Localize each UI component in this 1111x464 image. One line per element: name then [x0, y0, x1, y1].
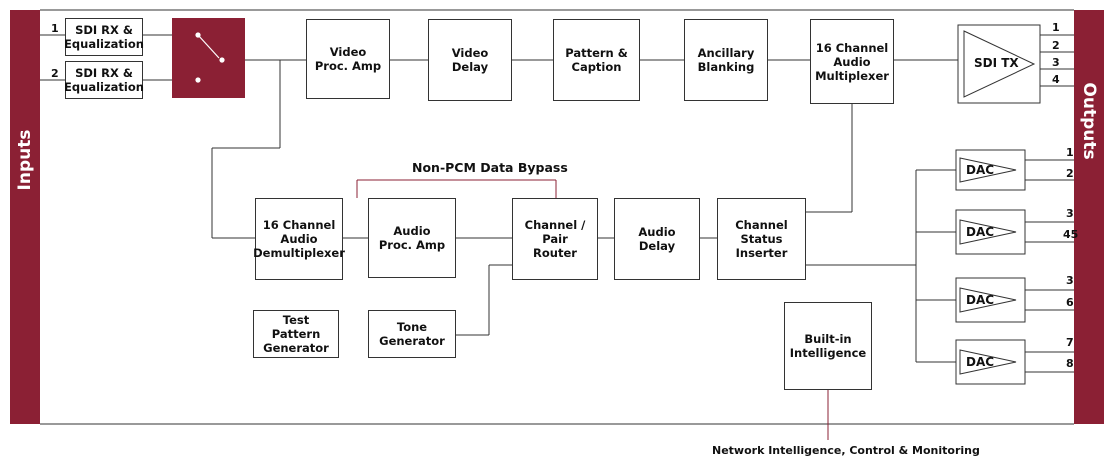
dac-2-triangle	[959, 219, 1017, 245]
dac-output-number-4: 45	[1063, 228, 1079, 241]
sdi-tx-label: SDI TX	[974, 56, 1019, 70]
non-pcm-bypass-label: Non-PCM Data Bypass	[412, 160, 568, 175]
dac-3-triangle	[959, 287, 1017, 313]
pattern-caption-block: Pattern & Caption	[553, 19, 640, 101]
inputs-sidebar	[10, 10, 40, 424]
dac-output-number-1: 1	[1066, 146, 1074, 159]
dac-2-box	[955, 209, 1026, 255]
audio-delay-block: Audio Delay	[614, 198, 700, 280]
audio-demultiplexer-block: 16 Channel Audio Demultiplexer	[253, 198, 345, 280]
dac-output-number-8: 8	[1066, 357, 1074, 370]
input-number-1: 1	[51, 22, 59, 35]
video-delay-block: Video Delay	[428, 19, 512, 101]
channel-pair-router-block: Channel / Pair Router	[512, 198, 598, 280]
sdi-rx-1-block: SDI RX & Equalization	[64, 18, 144, 56]
audio-proc-amp-block: Audio Proc. Amp	[368, 198, 456, 278]
ancillary-blanking-block: Ancillary Blanking	[684, 19, 768, 101]
audio-multiplexer-block: 16 Channel Audio Multiplexer	[810, 19, 894, 104]
dac-output-number-2: 2	[1066, 167, 1074, 180]
sdi-tx-box	[957, 24, 1041, 104]
dac-4-label: DAC	[966, 355, 995, 369]
dac-output-number-5: 3	[1066, 274, 1074, 287]
dac-4-triangle	[959, 349, 1017, 375]
input-switch-block	[172, 18, 245, 98]
switch-common	[219, 57, 225, 63]
switch-arm	[197, 34, 220, 59]
test-pattern-generator-block: Test Pattern Generator	[253, 310, 339, 358]
dac-4-box	[955, 339, 1026, 385]
switch-contact-2	[195, 77, 201, 83]
outputs-sidebar	[1074, 10, 1104, 424]
sdi-output-number-1: 1	[1052, 21, 1060, 34]
sdi-output-number-2: 2	[1052, 39, 1060, 52]
dac-output-number-7: 7	[1066, 336, 1074, 349]
dac-3-box	[955, 277, 1026, 323]
channel-status-inserter-block: Channel Status Inserter	[717, 198, 806, 280]
dac-output-number-6: 6	[1066, 296, 1074, 309]
sdi-output-number-4: 4	[1052, 73, 1060, 86]
input-number-2: 2	[51, 67, 59, 80]
sdi-rx-2-block: SDI RX & Equalization	[64, 61, 144, 99]
dac-3-label: DAC	[966, 293, 995, 307]
built-in-intelligence-block: Built-in Intelligence	[784, 302, 872, 390]
network-label: Network Intelligence, Control & Monitori…	[712, 444, 980, 457]
dac-output-number-3: 3	[1066, 207, 1074, 220]
dac-1-box	[955, 149, 1026, 191]
tone-generator-block: Tone Generator	[368, 310, 456, 358]
sdi-output-number-3: 3	[1052, 56, 1060, 69]
dac-1-triangle	[959, 157, 1017, 183]
sdi-tx-triangle	[963, 30, 1036, 98]
dac-2-label: DAC	[966, 225, 995, 239]
dac-1-label: DAC	[966, 163, 995, 177]
video-proc-amp-block: Video Proc. Amp	[306, 19, 390, 99]
